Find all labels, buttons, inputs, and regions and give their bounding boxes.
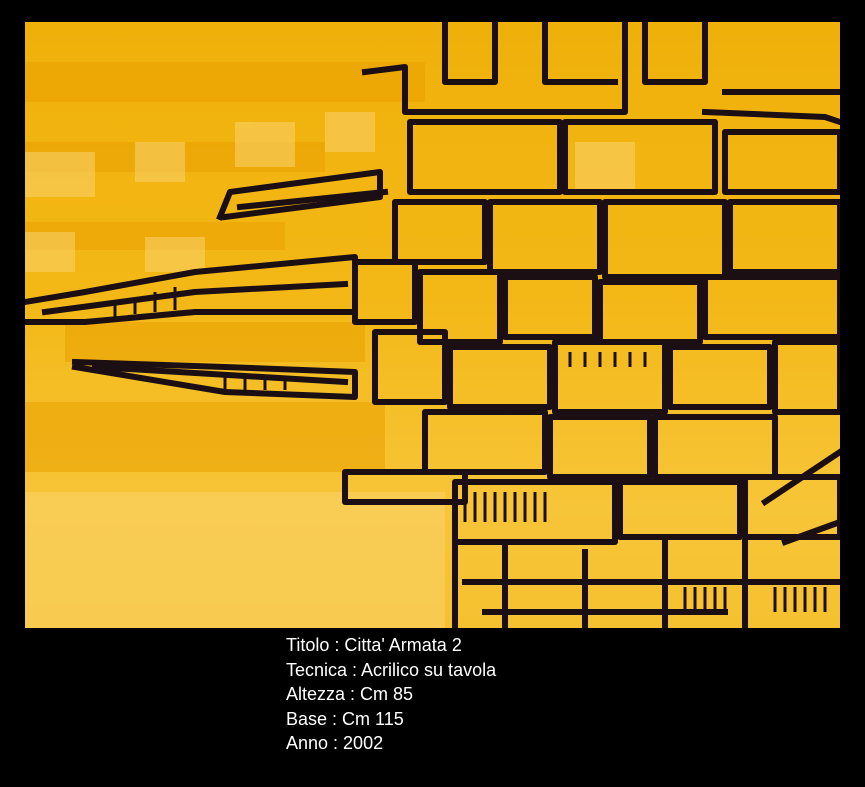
artwork-caption: Titolo : Citta' Armata 2 Tecnica : Acril…: [286, 633, 496, 756]
caption-year: Anno : 2002: [286, 733, 384, 753]
caption-technique: Tecnica : Acrilico su tavola: [286, 659, 497, 680]
ink-hatching: [113, 287, 827, 612]
caption-title: Titolo : Citta' Armata 2: [286, 635, 462, 655]
painting-image: [25, 22, 840, 628]
ink-structure: [25, 22, 840, 628]
caption-base: Base : Cm 115: [286, 708, 404, 729]
painting-canvas: [25, 22, 840, 628]
background-highlights: [25, 112, 635, 628]
caption-height: Altezza : Cm 85: [286, 684, 414, 704]
background-blocks: [25, 62, 425, 472]
